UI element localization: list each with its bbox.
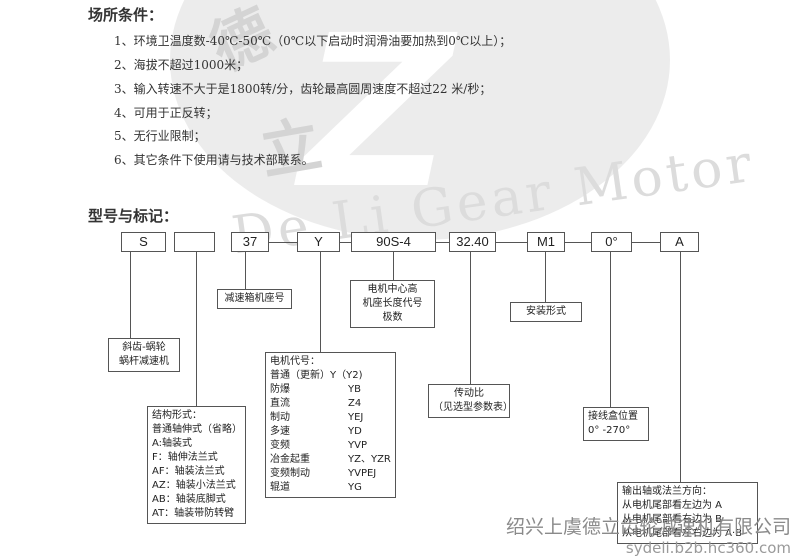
connector-line [610, 252, 611, 407]
label-line: 结构形式： [152, 410, 202, 421]
motor-row-code: Z4 [348, 398, 362, 409]
motor-row-code: YG [348, 482, 362, 493]
motor-row-name: 变频制动 [270, 468, 310, 479]
motor-row-code: YD [348, 426, 362, 437]
code-dash [632, 242, 660, 243]
condition-item-6: 6、其它条件下使用请与技术部联系。 [114, 153, 314, 167]
structure-item: AZ：轴装小法兰式 [152, 480, 236, 491]
shaft-item: 从电机尾部看右边为 B [622, 514, 723, 525]
condition-item-5: 5、无行业限制； [114, 129, 206, 143]
motor-row-name: 直流 [270, 398, 290, 409]
connector-line [470, 252, 471, 384]
condition-item-1: 1、环境卫温度数-40℃-50℃（0℃以下启动时润滑油要加热到0℃以上）； [114, 34, 512, 48]
label-junction-box: 接线盒位置 0° -270° [583, 407, 649, 441]
condition-item-3: 3、输入转速不大于是1800转/分，齿轮最高圆周速度不超过22 米/秒； [114, 82, 492, 96]
motor-row-name: 冶金起重 [270, 454, 310, 465]
connector-line [680, 252, 681, 482]
label-motor-code: 电机代号： 普通（更新）Y（Y2) 防爆 YB 直流 Z4 制动 YEJ 多速 YD 变… [265, 352, 396, 498]
motor-row-code: YVPEJ [348, 468, 377, 479]
structure-item: AB：轴装底脚式 [152, 494, 226, 505]
code-box-motor-frame: 90S-4 [351, 232, 436, 252]
label-line: 输出轴或法兰方向： [622, 486, 712, 497]
motor-row-name: 多速 [270, 426, 290, 437]
label-ratio: 传动比 （见选型参数表） [428, 384, 513, 418]
code-box-base: 37 [231, 232, 269, 252]
label-shaft-direction: 输出轴或法兰方向： 从电机尾部看左边为 A 从电机尾部看右边为 B 从电机尾部看… [617, 482, 758, 544]
structure-item: 普通轴伸式（省略） [152, 424, 242, 435]
motor-row-code: YB [348, 384, 361, 395]
structure-item: F：轴伸法兰式 [152, 452, 218, 463]
footer-company: 绍兴上虞德立齿轮减速机有限公司 [505, 516, 791, 538]
label-line: 电机中心高 [367, 284, 418, 295]
connector-line [545, 252, 546, 302]
code-box-structure [174, 232, 215, 252]
shaft-item: 从电机尾部看左右边为 A·B [622, 528, 743, 539]
motor-row: 变频制动 YVPEJ [270, 467, 391, 481]
shaft-item: 从电机尾部看左边为 A [622, 500, 723, 511]
label-line: 斜齿-蜗轮 [122, 342, 166, 353]
connector-line [196, 252, 197, 406]
label-line: （见选型参数表） [433, 402, 513, 413]
motor-row: 制动 YEJ [270, 411, 391, 425]
motor-row-name: 变频 [270, 440, 290, 451]
motor-row: 普通（更新）Y（Y2) [270, 369, 391, 383]
code-dash [565, 242, 591, 243]
label-line: 接线盒位置 [588, 411, 638, 422]
motor-row: 变频 YVP [270, 439, 391, 453]
motor-row: 多速 YD [270, 425, 391, 439]
motor-row-name: 辊道 [270, 482, 290, 493]
code-dash [269, 242, 297, 243]
motor-row-name: 防爆 [270, 384, 290, 395]
label-mount: 安装形式 [510, 302, 582, 322]
label-line: 0° -270° [588, 425, 631, 436]
motor-row-code: YEJ [348, 412, 364, 423]
label-line: 传动比 [454, 388, 484, 399]
code-box-s: S [121, 232, 166, 252]
label-structure: 结构形式： 普通轴伸式（省略） A:轴装式 F：轴伸法兰式 AF：轴装法兰式 A… [147, 406, 246, 524]
code-dash [340, 242, 351, 243]
code-dash [436, 242, 449, 243]
code-dash [496, 242, 527, 243]
code-box-mount: M1 [527, 232, 565, 252]
code-box-ratio: 32.40 [449, 232, 496, 252]
conditions-title: 场所条件： [88, 6, 164, 24]
motor-row: 防爆 YB [270, 383, 391, 397]
connector-line [393, 252, 394, 280]
label-base-number: 减速箱机座号 [217, 289, 292, 309]
condition-item-4: 4、可用于正反转； [114, 106, 218, 120]
motor-row-name: 制动 [270, 412, 290, 423]
structure-item: AF：轴装法兰式 [152, 466, 225, 477]
label-motor-center: 电机中心高 机座长度代号 极数 [350, 280, 435, 328]
condition-item-2: 2、海拔不超过1000米； [114, 58, 249, 72]
footer-url: sydeli.b2b.hc360.com [625, 539, 791, 557]
connector-line [130, 252, 131, 338]
model-title: 型号与标记： [88, 207, 179, 225]
connector-line [245, 252, 246, 289]
label-line: 极数 [382, 312, 403, 323]
motor-row-name: 普通（更新）Y（Y2) [270, 370, 363, 381]
code-box-motor: Y [297, 232, 340, 252]
motor-row: 直流 Z4 [270, 397, 391, 411]
label-line: 蜗杆减速机 [119, 356, 169, 367]
motor-row-code: YVP [348, 440, 367, 451]
label-line: 机座长度代号 [362, 298, 423, 309]
code-box-junction: 0° [591, 232, 632, 252]
motor-row-code: YZ、YZR [348, 454, 391, 465]
structure-item: AT：轴装带防转臂 [152, 508, 235, 519]
connector-line [320, 252, 321, 352]
motor-row: 辊道 YG [270, 481, 391, 495]
structure-item: A:轴装式 [152, 438, 193, 449]
motor-row: 冶金起重 YZ、YZR [270, 453, 391, 467]
code-box-shaft: A [660, 232, 699, 252]
label-line: 电机代号： [270, 356, 320, 367]
label-worm-reducer: 斜齿-蜗轮 蜗杆减速机 [108, 338, 180, 372]
